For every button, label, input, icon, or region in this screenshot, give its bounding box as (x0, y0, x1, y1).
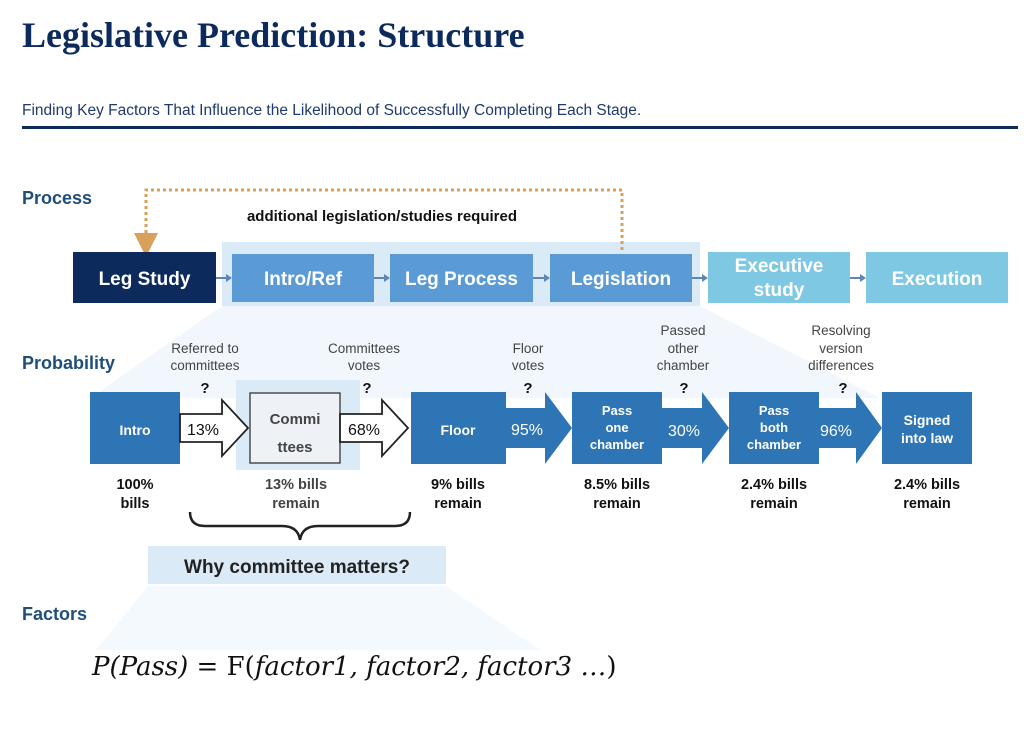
remain-pass-one-2: remain (593, 496, 641, 512)
formula-close: ) (606, 652, 617, 682)
remain-floor-1: 9% bills (431, 477, 485, 493)
formula-args: factor1, factor2, factor3 … (254, 652, 607, 682)
callout-box (148, 546, 446, 584)
process-label-executive-study-2: study (754, 280, 805, 301)
transition-captions: Referred to committees Committees votes … (170, 323, 874, 373)
title-divider (22, 126, 1018, 129)
process-boxes: Leg Study Intro/Ref Leg Process Legislat… (73, 252, 1008, 303)
process-box-executive-study (708, 252, 850, 303)
stage-label-pass-both-2: both (760, 420, 788, 435)
caption-passed-other-2: other (668, 341, 699, 356)
factors-wedge (96, 586, 540, 650)
stage-box-committees (249, 392, 341, 464)
stage-box-intro (90, 392, 180, 464)
callout-text: Why committee matters? (184, 557, 410, 578)
remain-committees-1: 13% bills (265, 477, 327, 493)
process-label-intro-ref: Intro/Ref (264, 269, 343, 290)
caption-resolving-1: Resolving (811, 323, 870, 338)
process-box-legislation (550, 254, 692, 302)
question-mark: ? (838, 380, 847, 397)
process-box-intro-ref (232, 254, 374, 302)
stage-label-pass-one-1: Pass (602, 403, 632, 418)
section-label-factors: Factors (22, 604, 88, 624)
caption-referred-2: committees (170, 358, 239, 373)
stage-label-floor: Floor (441, 422, 477, 438)
remain-pass-both-2: remain (750, 496, 798, 512)
process-box-leg-process (390, 254, 533, 302)
stage-label-pass-one-3: chamber (590, 437, 644, 452)
stage-label-intro: Intro (119, 422, 150, 438)
caption-resolving-2: version (819, 341, 863, 356)
transition-pct-5: 96% (820, 423, 852, 440)
caption-floor-votes-1: Floor (513, 341, 544, 356)
question-mark: ? (679, 380, 688, 397)
question-mark: ? (200, 380, 209, 397)
process-label-execution: Execution (892, 269, 983, 290)
transition-arrow-5 (819, 392, 882, 464)
process-label-leg-study: Leg Study (99, 269, 191, 290)
remain-pass-one-1: 8.5% bills (584, 477, 650, 493)
transition-arrow-1 (179, 397, 250, 459)
stage-box-pass-one (572, 392, 662, 464)
stage-box-pass-both (729, 392, 819, 464)
formula-lhs: P(Pass) (92, 652, 189, 682)
caption-passed-other-3: chamber (657, 358, 710, 373)
remain-intro-2: bills (120, 496, 149, 512)
caption-floor-votes-2: votes (512, 358, 545, 373)
stage-box-signed (882, 392, 972, 464)
formula-f: F( (226, 652, 255, 682)
question-mark: ? (523, 380, 532, 397)
curly-brace (188, 511, 412, 541)
caption-resolving-3: differences (808, 358, 874, 373)
transition-pct-2: 68% (348, 422, 380, 439)
stage-label-pass-one-2: one (605, 420, 628, 435)
process-label-legislation: Legislation (571, 269, 671, 290)
caption-referred-1: Referred to (171, 341, 239, 356)
remain-floor-2: remain (434, 496, 482, 512)
process-label-executive-study-1: Executive (735, 256, 824, 277)
transition-arrow-2 (339, 397, 410, 459)
section-label-probability: Probability (22, 353, 116, 373)
stage-label-pass-both-3: chamber (747, 437, 801, 452)
process-box-leg-study (73, 252, 216, 303)
transition-arrows (179, 392, 882, 464)
page-title: Legislative Prediction: Structure (22, 15, 525, 55)
caption-committees-votes-1: Committees (328, 341, 400, 356)
transition-percentages: 13% 68% 95% 30% 96% (187, 422, 852, 440)
remain-signed-1: 2.4% bills (894, 477, 960, 493)
stage-label-committees-1: Commi (270, 411, 321, 428)
caption-committees-votes-2: votes (348, 358, 381, 373)
stage-label-committees-2: ttees (277, 439, 312, 456)
stage-label-signed-1: Signed (904, 412, 951, 428)
transition-pct-4: 30% (668, 423, 700, 440)
remain-pass-both-1: 2.4% bills (741, 477, 807, 493)
remain-intro-1: 100% (116, 477, 153, 493)
remain-signed-2: remain (903, 496, 951, 512)
feedback-loop (134, 188, 624, 257)
question-mark: ? (362, 380, 371, 397)
process-box-execution (866, 252, 1008, 303)
process-connectors (216, 274, 866, 282)
transition-pct-3: 95% (511, 422, 543, 439)
loop-label: additional legislation/studies required (247, 208, 517, 225)
process-label-leg-process: Leg Process (405, 269, 518, 290)
stage-box-floor (411, 392, 506, 464)
question-marks: ? ? ? ? ? (200, 380, 847, 397)
stage-label-pass-both-1: Pass (759, 403, 789, 418)
stage-boxes: Intro Commi ttees Floor Pass one chamber… (90, 392, 972, 464)
stage-label-signed-2: into law (901, 430, 953, 446)
remain-committees-2: remain (272, 496, 320, 512)
transition-arrow-4 (662, 392, 729, 464)
formula: P(Pass) = F(factor1, factor2, factor3 …) (92, 652, 617, 682)
transition-pct-1: 13% (187, 422, 219, 439)
page-subtitle: Finding Key Factors That Influence the L… (22, 102, 642, 119)
zoom-wedge (90, 306, 880, 398)
caption-passed-other-1: Passed (660, 323, 705, 338)
transition-arrow-3 (506, 392, 572, 464)
section-label-process: Process (22, 188, 93, 208)
remain-labels: 100% bills 13% bills remain 9% bills rem… (116, 477, 960, 512)
formula-eq: = (188, 652, 227, 682)
